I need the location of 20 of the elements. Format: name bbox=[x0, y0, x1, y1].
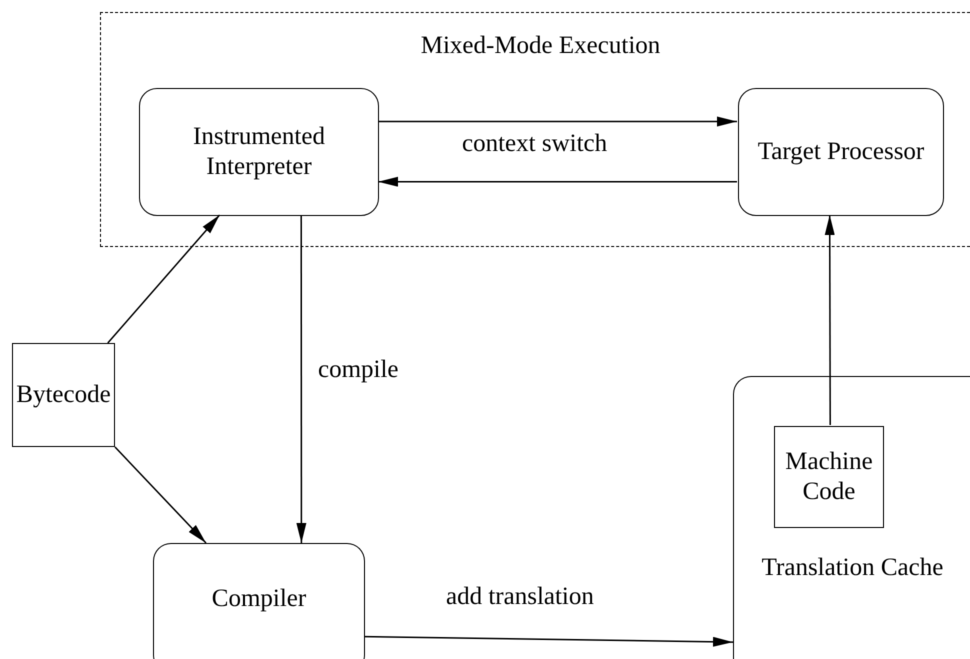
arrow bbox=[378, 176, 737, 187]
node-label: Compiler bbox=[210, 584, 308, 614]
node-label: Bytecode bbox=[15, 380, 112, 410]
input-box bbox=[12, 343, 115, 447]
process-box bbox=[738, 88, 944, 216]
arrow bbox=[296, 215, 306, 543]
node-label: Mixed-Mode Execution bbox=[420, 31, 662, 61]
node-label: Translation Cache bbox=[760, 553, 944, 583]
arrow bbox=[364, 636, 734, 647]
cache-region bbox=[733, 376, 970, 659]
arrow bbox=[378, 116, 737, 127]
storage-box bbox=[774, 426, 884, 528]
process-box bbox=[139, 88, 379, 216]
node-label: Machine Code bbox=[784, 447, 874, 507]
node-label: Target Processor bbox=[756, 137, 926, 167]
arrow bbox=[107, 214, 220, 344]
node-label: Instrumented Interpreter bbox=[192, 122, 326, 182]
arrow bbox=[114, 446, 207, 544]
process-box bbox=[153, 543, 365, 659]
arrow bbox=[824, 215, 835, 425]
